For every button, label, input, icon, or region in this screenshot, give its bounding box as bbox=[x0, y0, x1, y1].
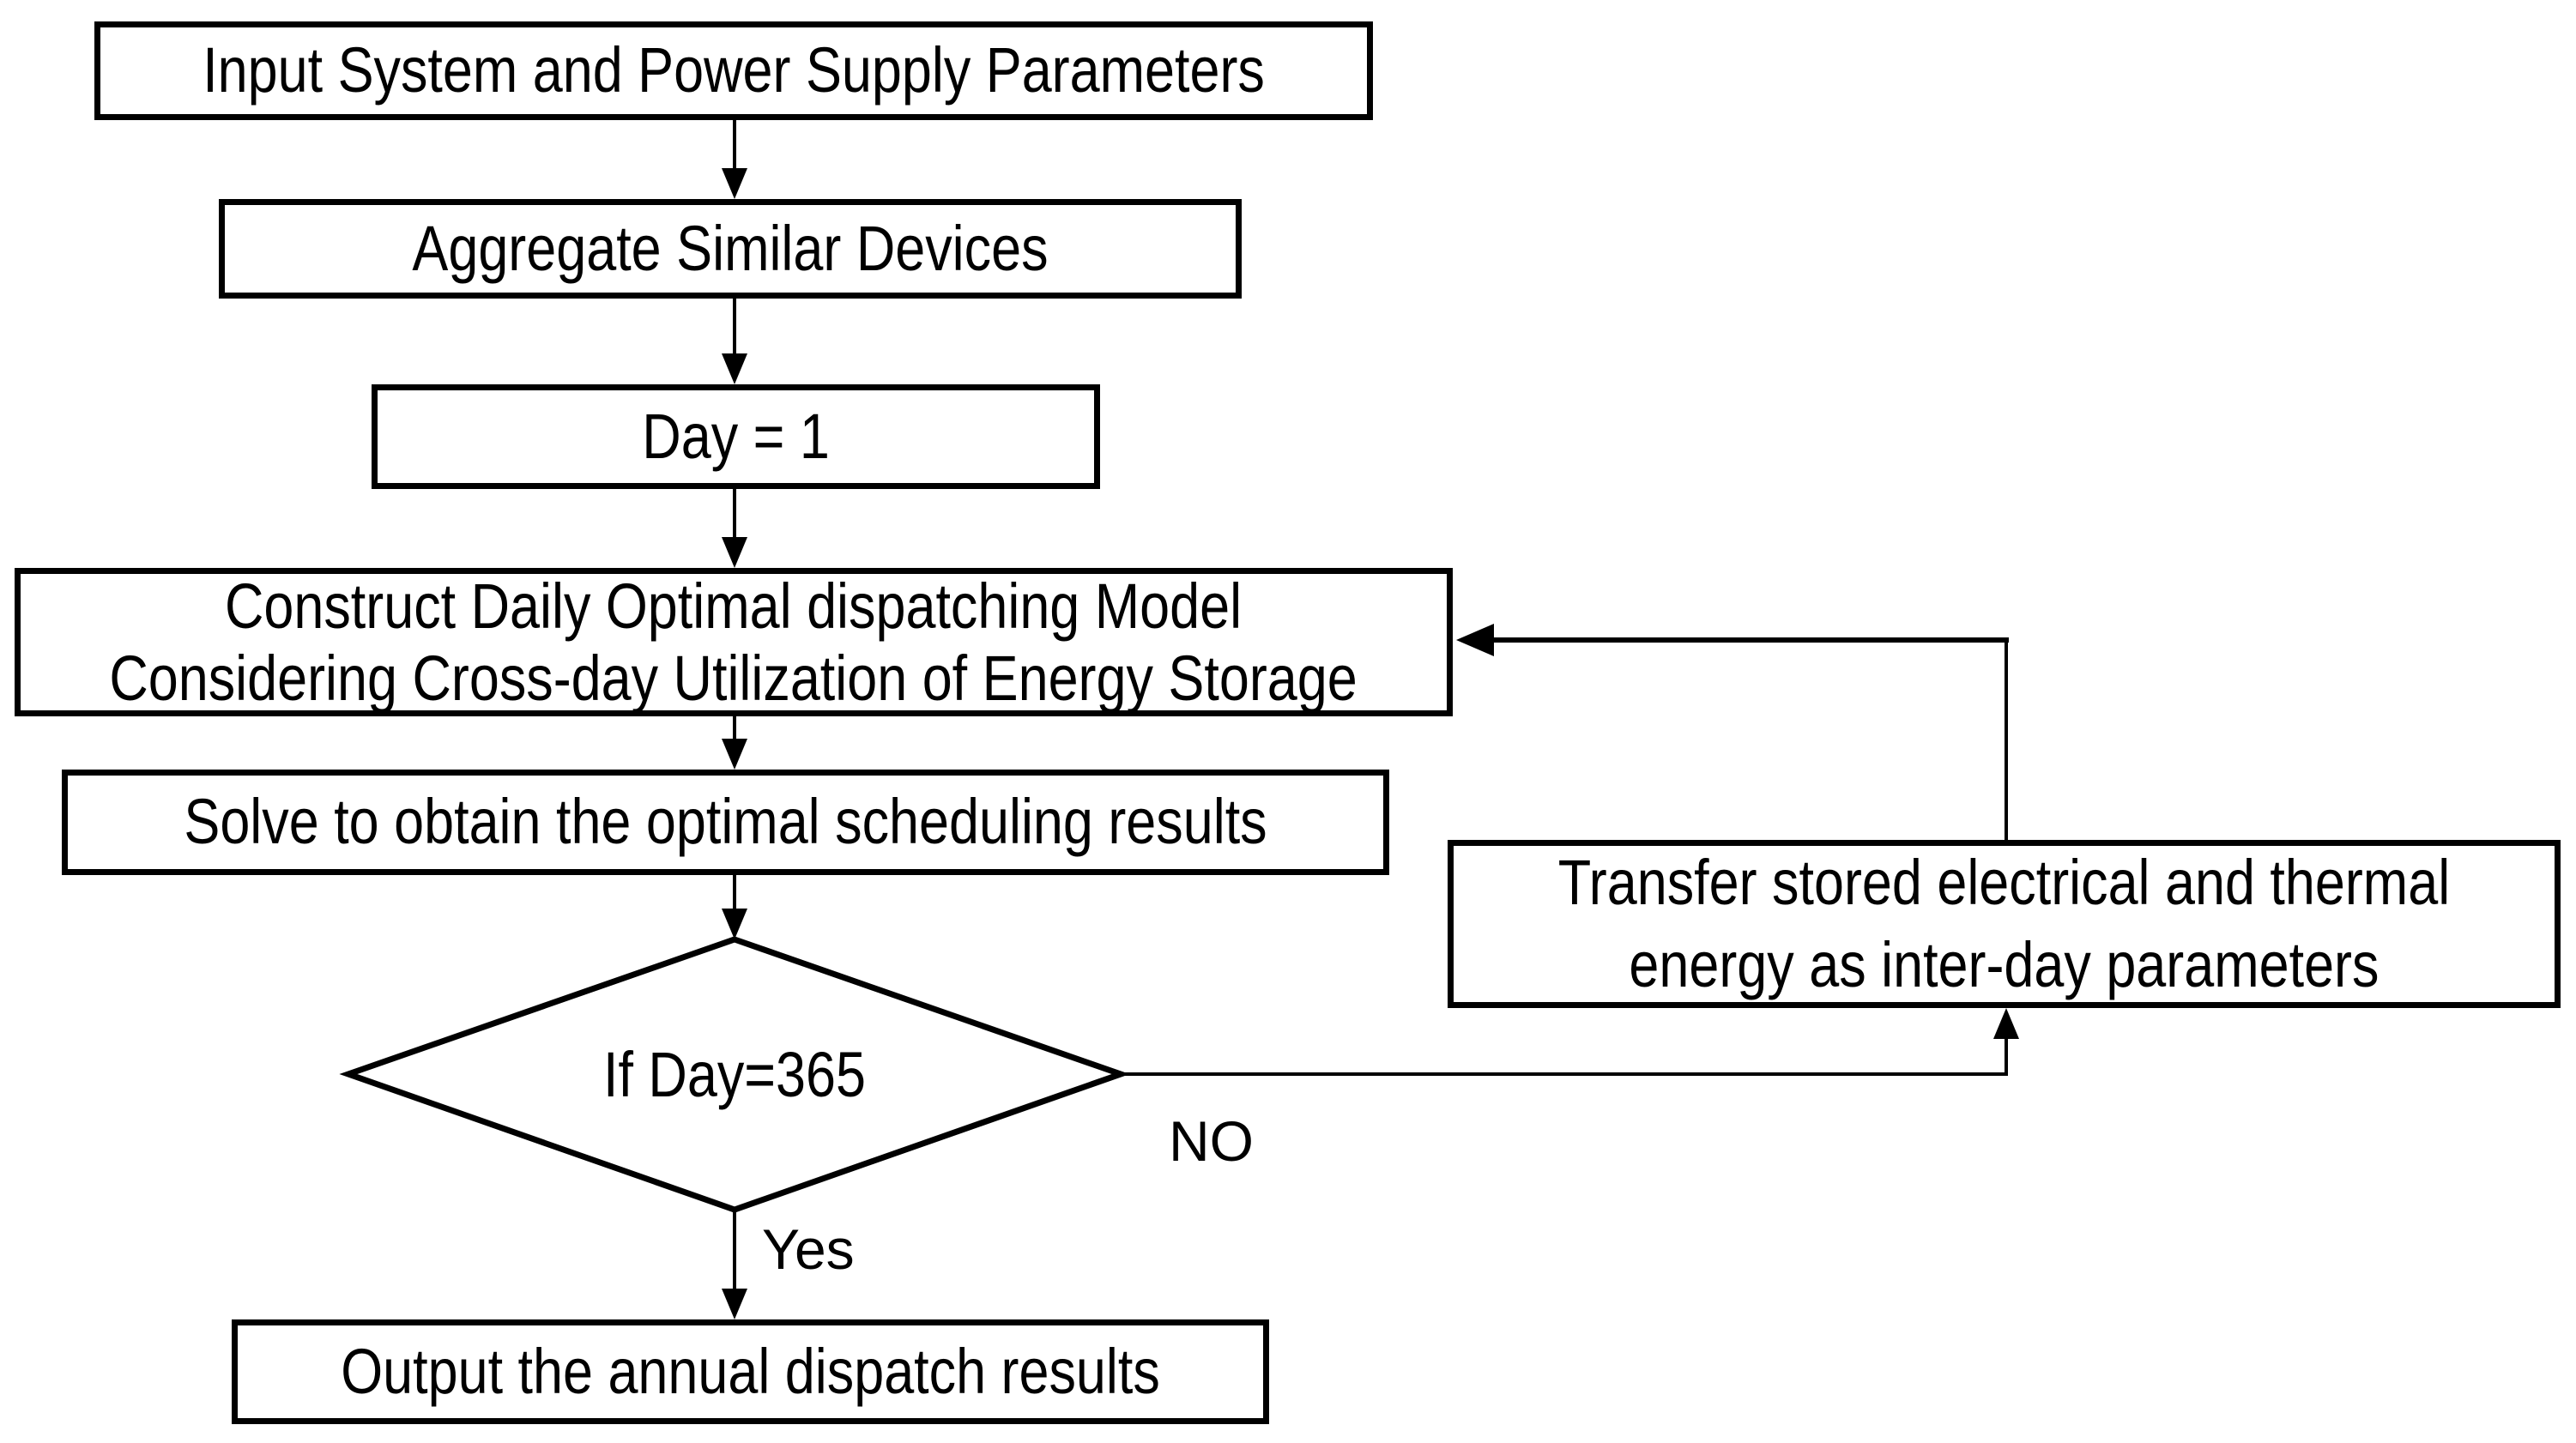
node-transfer-line2: energy as inter-day parameters bbox=[1629, 929, 2379, 1000]
node-construct-label: Construct Daily Optimal dispatching Mode… bbox=[110, 571, 1358, 715]
edge-yes-arrowhead bbox=[722, 1289, 747, 1319]
node-decision: If Day=365 bbox=[477, 1018, 992, 1130]
node-decision-label: If Day=365 bbox=[603, 1038, 866, 1110]
node-transfer-label: Transfer stored electrical and thermal e… bbox=[1558, 842, 2450, 1006]
no-label: NO bbox=[1169, 1109, 1254, 1173]
node-output-label: Output the annual dispatch results bbox=[341, 1335, 1160, 1407]
node-construct: Construct Daily Optimal dispatching Mode… bbox=[15, 568, 1453, 716]
edge-day1-construct-arrowhead bbox=[722, 537, 747, 568]
edge-input-aggregate-arrowhead bbox=[722, 168, 747, 199]
edge-feedback-arrowhead bbox=[1456, 624, 1494, 656]
edge-no-arrowhead bbox=[1993, 1008, 2019, 1039]
node-aggregate: Aggregate Similar Devices bbox=[219, 199, 1242, 299]
node-transfer: Transfer stored electrical and thermal e… bbox=[1448, 840, 2561, 1008]
node-day1-label: Day = 1 bbox=[642, 400, 830, 472]
node-construct-line1: Construct Daily Optimal dispatching Mode… bbox=[225, 570, 1243, 642]
edge-aggregate-day1-arrowhead bbox=[722, 353, 747, 384]
node-input-label: Input System and Power Supply Parameters bbox=[203, 34, 1265, 106]
node-transfer-line1: Transfer stored electrical and thermal bbox=[1557, 847, 2451, 918]
node-solve-label: Solve to obtain the optimal scheduling r… bbox=[184, 786, 1267, 858]
node-solve: Solve to obtain the optimal scheduling r… bbox=[62, 770, 1389, 875]
node-day1: Day = 1 bbox=[372, 384, 1100, 489]
edge-solve-decision-arrowhead bbox=[722, 909, 747, 939]
node-output: Output the annual dispatch results bbox=[232, 1319, 1269, 1424]
node-aggregate-label: Aggregate Similar Devices bbox=[412, 212, 1049, 284]
node-construct-line2: Considering Cross-day Utilization of Ene… bbox=[109, 642, 1358, 714]
node-input: Input System and Power Supply Parameters bbox=[94, 21, 1373, 120]
yes-label: Yes bbox=[762, 1217, 855, 1281]
edge-construct-solve-arrowhead bbox=[722, 739, 747, 770]
